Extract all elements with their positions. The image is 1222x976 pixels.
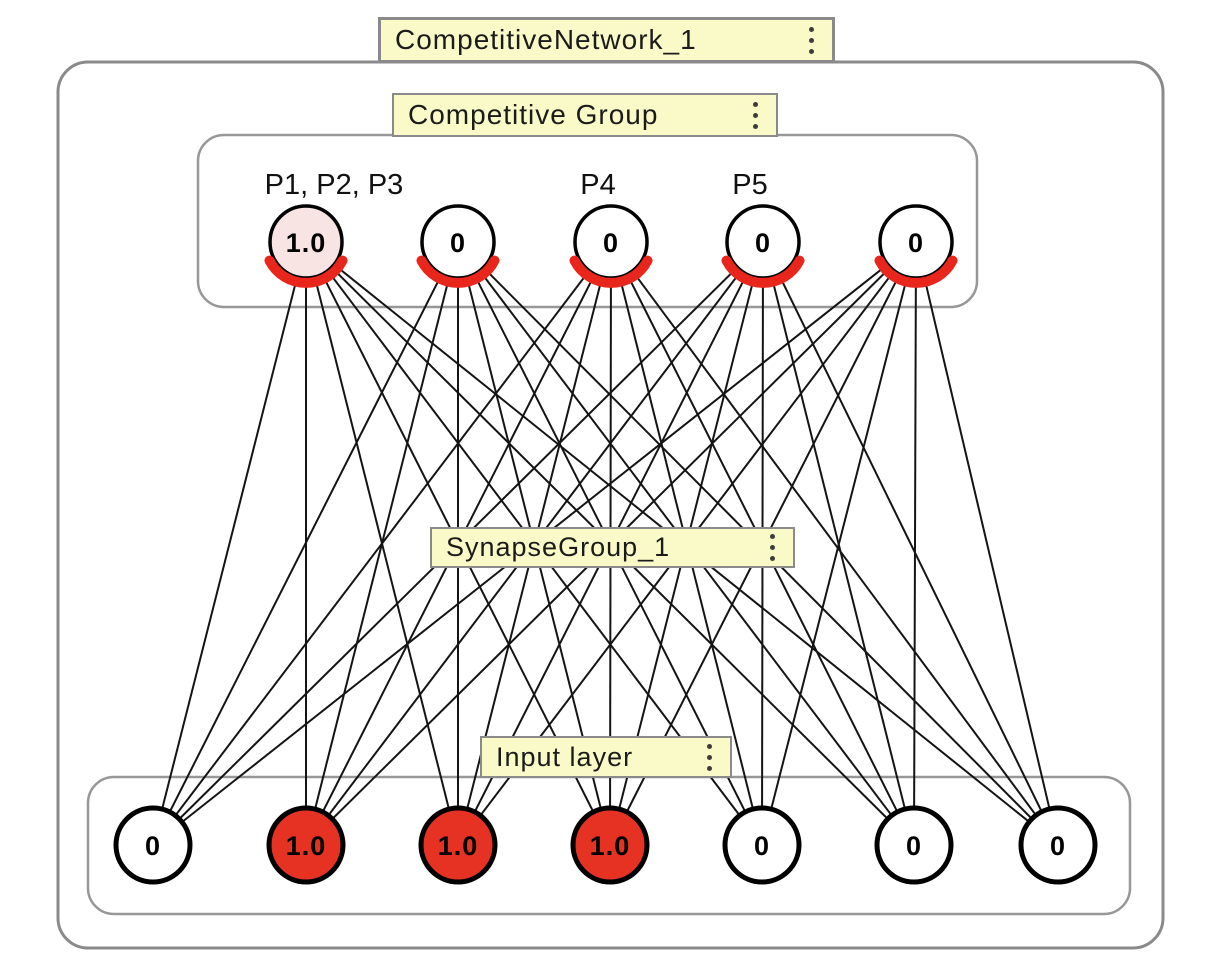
synapse-line[interactable] xyxy=(915,241,1059,846)
input-neuron[interactable] xyxy=(266,805,346,885)
neuron-activation-value: 0 xyxy=(908,228,924,258)
neuron-activation-value: 0 xyxy=(603,228,619,258)
synapse-line[interactable] xyxy=(761,241,917,846)
input-neuron[interactable] xyxy=(1018,805,1098,885)
synapse-terminal-arc xyxy=(569,255,653,288)
synapse-line[interactable] xyxy=(152,241,307,846)
neuron-activation-value: 0 xyxy=(755,228,771,258)
neuron-activation-value: 1.0 xyxy=(438,831,479,861)
kebab-menu-icon[interactable] xyxy=(770,534,775,561)
synapse-terminal-arc xyxy=(416,255,500,288)
input-layer-tab-label: Input layer xyxy=(496,741,634,772)
neuron-activation-value: 1.0 xyxy=(286,831,327,861)
input-neuron[interactable] xyxy=(570,805,650,885)
neuron-label: P4 xyxy=(580,169,615,201)
synapse-group-tab-label: SynapseGroup_1 xyxy=(446,532,671,562)
synapse-group-tab[interactable]: SynapseGroup_1 xyxy=(430,527,795,568)
kebab-menu-icon[interactable] xyxy=(707,743,712,771)
neuron-activation-value: 1.0 xyxy=(286,228,327,258)
synapse-terminal-arc xyxy=(721,255,805,288)
neuron-activation-value: 0 xyxy=(450,228,466,258)
competitive-network-tab[interactable]: CompetitiveNetwork_1 xyxy=(378,17,835,63)
neuron-activation-value: 0 xyxy=(754,831,770,861)
competitive-group-tab-label: Competitive Group xyxy=(408,99,659,130)
synapse-terminal-arc xyxy=(264,255,348,288)
synapse-line[interactable] xyxy=(610,241,1059,846)
kebab-menu-icon[interactable] xyxy=(753,101,758,129)
synapse-line[interactable] xyxy=(913,241,917,846)
synapse-line[interactable] xyxy=(152,241,459,846)
input-neuron[interactable] xyxy=(722,805,802,885)
neuron-activation-value: 0 xyxy=(1050,831,1066,861)
competitive-group-tab[interactable]: Competitive Group xyxy=(392,93,778,137)
neuron-activation-value: 0 xyxy=(145,831,161,861)
neuron-activation-value: 1.0 xyxy=(590,831,631,861)
input-neuron[interactable] xyxy=(418,805,498,885)
input-neuron[interactable] xyxy=(874,805,954,885)
synapse-terminal-arc xyxy=(874,255,958,288)
competitive-network-tab-label: CompetitiveNetwork_1 xyxy=(395,24,697,55)
input-layer-tab[interactable]: Input layer xyxy=(480,736,732,778)
neuron-label: P1, P2, P3 xyxy=(265,169,404,201)
input-neuron[interactable] xyxy=(113,805,193,885)
kebab-menu-icon[interactable] xyxy=(809,26,814,54)
neuron-activation-value: 0 xyxy=(906,831,922,861)
neuron-label: P5 xyxy=(732,169,767,201)
synapse-line[interactable] xyxy=(762,241,1059,846)
synapse-line[interactable] xyxy=(152,241,612,846)
